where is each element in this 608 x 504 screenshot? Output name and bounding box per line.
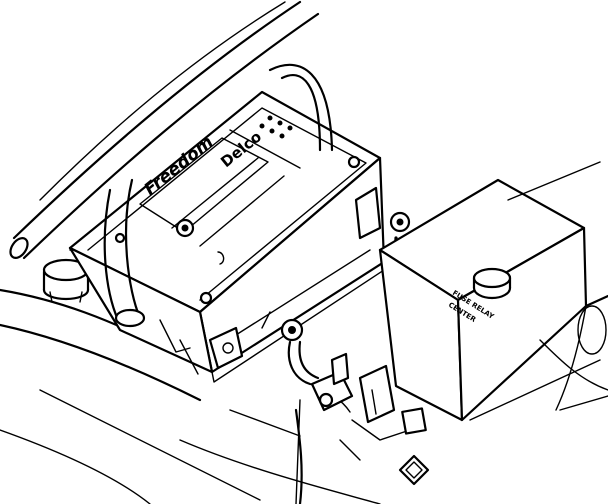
ground-terminal-block	[310, 352, 411, 461]
right-body-panel	[469, 161, 608, 421]
negative-battery-cable	[261, 311, 351, 504]
bottom-frame	[179, 409, 381, 504]
fuse-relay-center: FUSE RELAY CENTER	[378, 178, 588, 486]
battery: Delco Freedom	[68, 90, 386, 383]
hold-down-strap	[103, 63, 334, 328]
rating-dots	[259, 115, 293, 139]
battery-tray-bracket	[159, 319, 244, 375]
hood-weatherstrip-tube	[9, 0, 320, 260]
